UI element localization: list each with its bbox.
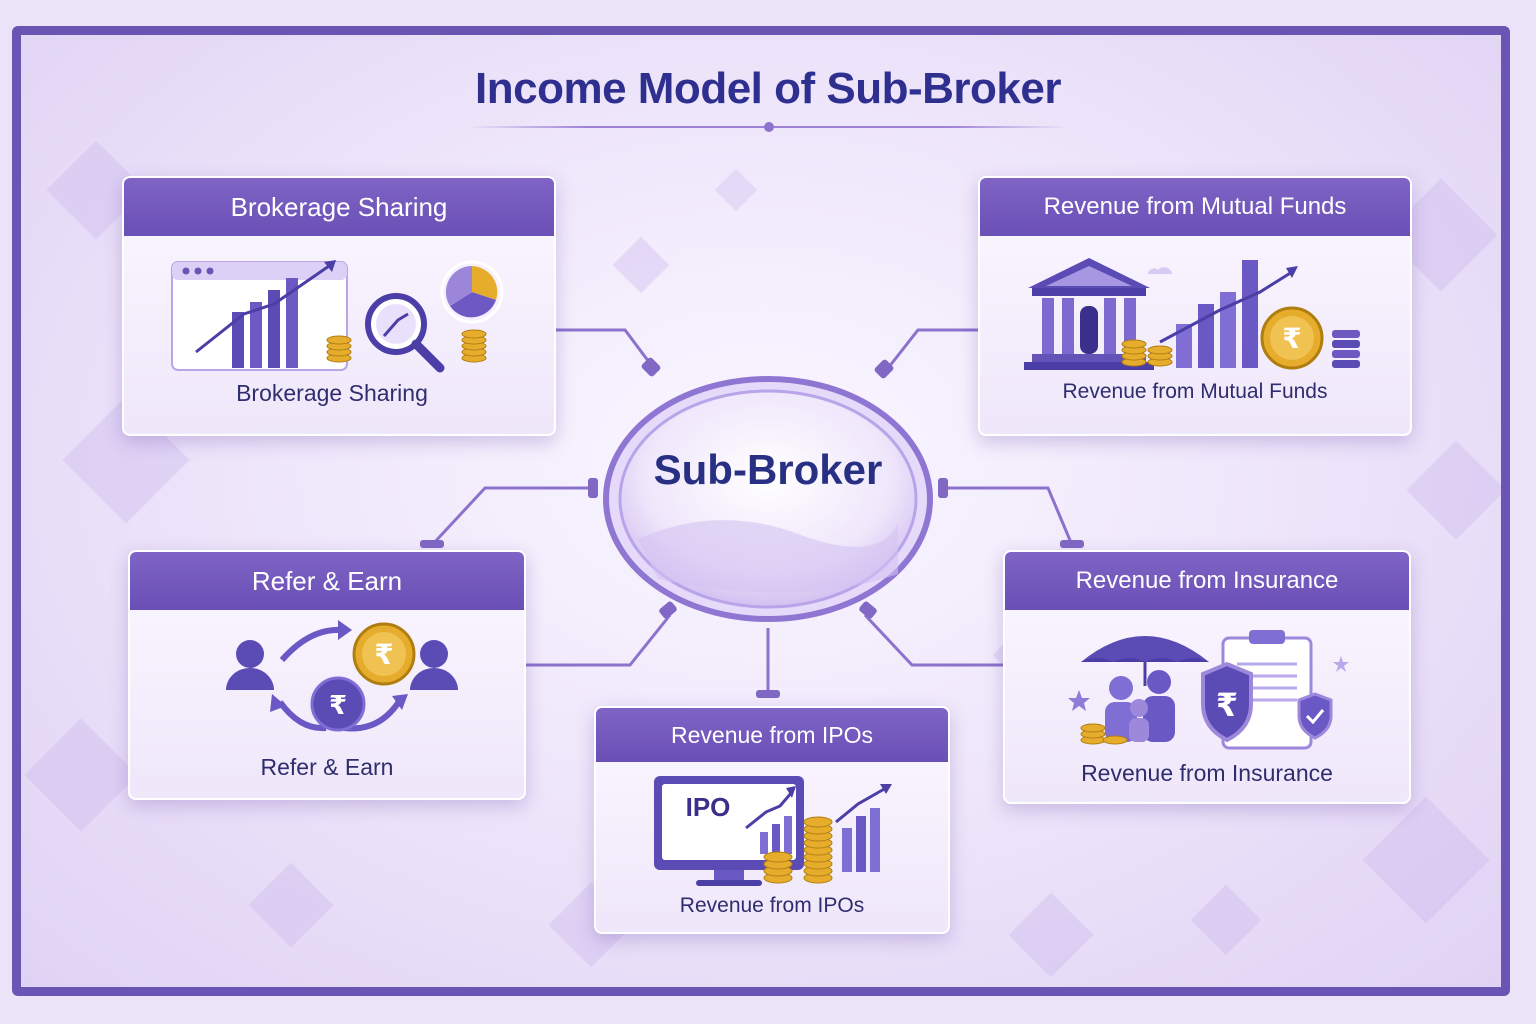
svg-text:₹: ₹	[329, 691, 347, 721]
connector-brokerage	[552, 328, 657, 371]
brokerage-chart-icon	[171, 260, 504, 373]
connector-insurance	[938, 486, 1074, 546]
card-header: Revenue from IPOs	[596, 708, 948, 762]
card-refer-earn: Refer & Earn ₹ ₹ Refer & Earn	[128, 550, 526, 800]
connector-mutual-funds	[883, 328, 978, 373]
card-footer: Revenue from Insurance	[1081, 760, 1333, 786]
referral-cycle-icon: ₹ ₹	[226, 620, 458, 732]
svg-text:₹: ₹	[374, 638, 393, 671]
page-title: Income Model of Sub-Broker	[475, 64, 1061, 113]
card-footer: Revenue from Mutual Funds	[1062, 380, 1328, 403]
connector-refer	[430, 486, 598, 547]
bank-growth-icon: ₹	[1024, 258, 1360, 370]
card-brokerage-sharing: Brokerage Sharing Brokerage Sharing	[122, 176, 556, 436]
card-insurance: Revenue from Insurance ₹ Revenue from In…	[1003, 550, 1411, 804]
card-footer: Refer & Earn	[260, 754, 394, 780]
hub-circle	[603, 376, 933, 622]
ipo-monitor-icon: IPO	[654, 776, 892, 886]
svg-text:₹: ₹	[1216, 686, 1238, 724]
card-mutual-funds: Revenue from Mutual Funds ₹ Revenue	[978, 176, 1412, 436]
hub-label: Sub-Broker	[653, 446, 883, 493]
card-header: Revenue from Insurance	[1005, 552, 1409, 610]
card-header: Brokerage Sharing	[124, 178, 554, 236]
card-header: Refer & Earn	[130, 552, 524, 610]
card-footer: Revenue from IPOs	[679, 894, 865, 917]
svg-text:₹: ₹	[1282, 322, 1301, 355]
card-ipos: Revenue from IPOs IPO Revenue from IPOs	[594, 706, 950, 934]
connector-refer-low	[525, 614, 672, 667]
title-dot	[764, 122, 774, 132]
umbrella-shield-icon: ₹	[1068, 630, 1349, 750]
card-header: Revenue from Mutual Funds	[980, 178, 1410, 236]
card-footer: Brokerage Sharing	[236, 380, 428, 406]
connector-insurance-low	[863, 613, 1003, 667]
monitor-ipo-text: IPO	[686, 792, 731, 822]
